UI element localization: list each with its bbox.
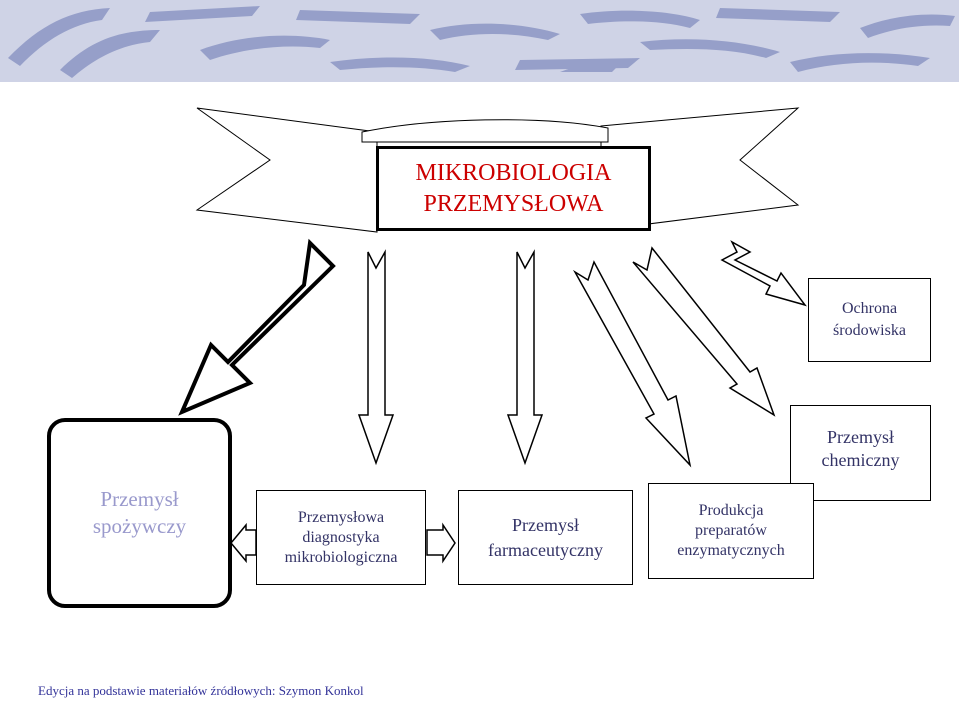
title-line-2: PRZEMYSŁOWA [423,190,604,217]
node-enzymes-line-2: preparatów [695,522,767,539]
banner-stripes [8,6,955,78]
node-food-line-2: spożywczy [92,514,187,538]
decorative-banner [0,0,959,82]
node-chemical-line-2: chemiczny [821,450,900,470]
node-environment-line-1: Ochrona [841,300,898,317]
node-diagnostics-line-3: mikrobiologiczna [284,548,398,566]
node-enzymes-line-1: Produkcja [698,502,764,519]
ribbon-top [361,119,609,143]
node-diagnostics: Przemysłowa diagnostyka mikrobiologiczna [256,490,426,585]
node-food-line-1: Przemysł [100,487,179,511]
title-line-1: MIKROBIOLOGIA [415,159,612,186]
node-chemical-line-1: Przemysł [827,427,894,447]
node-environment: Ochrona środowiska [808,278,931,362]
node-food-industry: Przemysł spożywczy [47,418,232,608]
arrow-to-environment [720,240,807,307]
node-enzymes-line-3: enzymatycznych [677,542,785,559]
node-diagnostics-line-2: diagnostyka [302,528,380,546]
arrow-to-enzymes [572,260,692,468]
node-environment-line-2: środowiska [833,322,906,339]
footer-credit: Edycja na podstawie materiałów źródłowyc… [38,683,364,698]
node-diagnostics-line-1: Przemysłowa [297,508,385,526]
node-pharma-line-2: farmaceutyczny [488,539,603,560]
arrow-to-chemical [632,246,776,417]
node-enzymes: Produkcja preparatów enzymatycznych [648,483,814,579]
arrow-to-diagnostics [357,249,395,466]
node-pharma: Przemysł farmaceutyczny [458,490,633,585]
ribbon-left [195,107,378,233]
arrow-diagnostics-to-food [230,522,257,564]
arrow-to-pharma [506,249,544,466]
node-chemical: Przemysł chemiczny [790,405,931,501]
arrow-to-food [178,238,336,416]
node-pharma-line-1: Przemysł [512,514,579,535]
title-box: MIKROBIOLOGIA PRZEMYSŁOWA [376,146,651,231]
arrow-diagnostics-to-pharma [426,522,456,564]
